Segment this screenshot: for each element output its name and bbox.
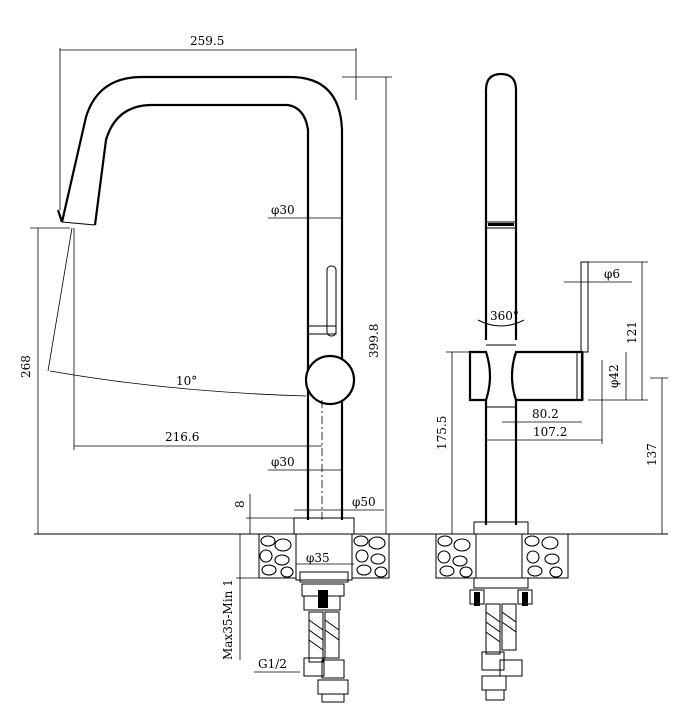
dim-spout-height: 268 (19, 355, 33, 378)
side-view: 360° (468, 72, 589, 701)
dim-pipe-bottom-dia: φ30 (271, 455, 295, 469)
dim-lever-center-height: 137 (645, 443, 659, 466)
side-dimensions: φ6 121 φ42 80.2 107.2 175.5 137 (435, 261, 668, 534)
dim-thread: G1/2 (258, 657, 287, 671)
dim-total-height: 399.8 (367, 324, 381, 358)
dim-body-length-inner: 80.2 (532, 407, 559, 421)
front-dimensions: 259.5 399.8 268 10° 216.6 φ30 φ30 φ50 8 (19, 34, 392, 673)
dim-shank-dia: φ35 (306, 551, 330, 565)
countertop-side (435, 533, 569, 579)
dim-base-dia: φ50 (352, 495, 376, 509)
dim-width-spout: 259.5 (190, 34, 224, 48)
dim-lever-dia: φ6 (604, 267, 620, 281)
dim-pipe-top-dia: φ30 (271, 203, 295, 217)
dim-rotation: 360° (490, 309, 519, 323)
dim-body-dia: φ42 (607, 364, 621, 388)
front-view (56, 75, 356, 703)
dim-base-height: 8 (233, 500, 247, 508)
dim-deck-thickness: Max35-Min 1 (221, 579, 235, 660)
dim-lever-height: 121 (625, 321, 639, 344)
dim-body-height: 175.5 (435, 416, 449, 450)
dim-reach: 216.6 (165, 430, 199, 444)
dim-tilt-angle: 10° (176, 374, 197, 388)
dim-body-length-outer: 107.2 (533, 425, 567, 439)
